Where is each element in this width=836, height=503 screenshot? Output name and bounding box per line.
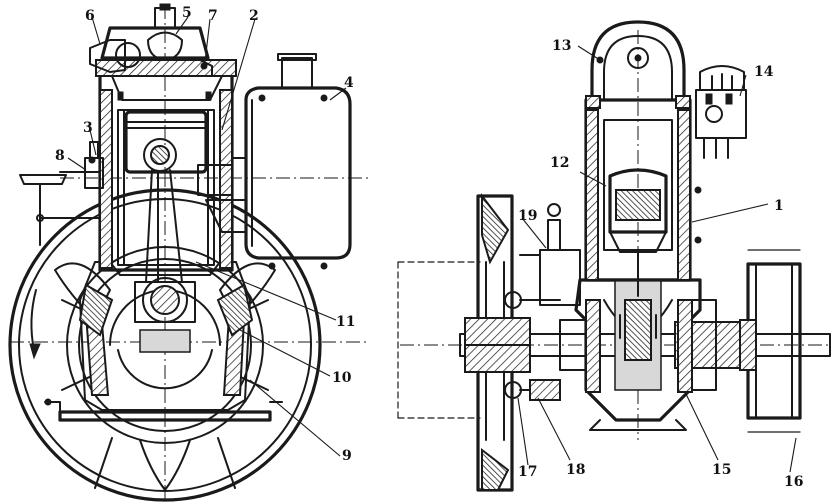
callout-1: 1 bbox=[774, 198, 784, 214]
side-lever-left bbox=[19, 141, 104, 246]
callout-10: 10 bbox=[332, 370, 352, 386]
callout-18: 18 bbox=[566, 462, 585, 478]
leaders-right bbox=[517, 45, 797, 473]
left-view-cross-section bbox=[8, 3, 372, 502]
callout-15: 15 bbox=[712, 462, 731, 478]
callout-7: 7 bbox=[208, 8, 218, 24]
flywheel-right bbox=[397, 193, 514, 492]
callout-16: 16 bbox=[784, 474, 803, 490]
cylinder-right bbox=[584, 20, 702, 297]
leaders-left bbox=[67, 16, 347, 457]
callout-11: 11 bbox=[336, 314, 355, 330]
callout-labels: 6 5 7 2 4 3 8 11 10 9 13 14 12 1 19 17 1… bbox=[55, 5, 803, 490]
pulley-right bbox=[739, 249, 802, 433]
callout-9: 9 bbox=[342, 448, 352, 464]
crankcase-left bbox=[44, 261, 283, 422]
cylinder-left bbox=[89, 3, 237, 283]
governor-right bbox=[504, 203, 581, 401]
callout-2: 2 bbox=[249, 8, 259, 24]
right-view-longitudinal bbox=[397, 20, 831, 492]
callout-5: 5 bbox=[182, 5, 192, 21]
callout-17: 17 bbox=[518, 464, 537, 480]
callout-6: 6 bbox=[85, 8, 95, 24]
callout-4: 4 bbox=[344, 75, 354, 91]
callout-3: 3 bbox=[83, 120, 93, 136]
crankcase-right bbox=[574, 278, 702, 431]
magneto-right bbox=[695, 65, 747, 159]
callout-19: 19 bbox=[518, 208, 537, 224]
callout-12: 12 bbox=[550, 155, 569, 171]
fuel-tank-left bbox=[197, 53, 352, 270]
callout-13: 13 bbox=[552, 38, 571, 54]
callout-14: 14 bbox=[754, 64, 774, 80]
callout-8: 8 bbox=[55, 148, 65, 164]
